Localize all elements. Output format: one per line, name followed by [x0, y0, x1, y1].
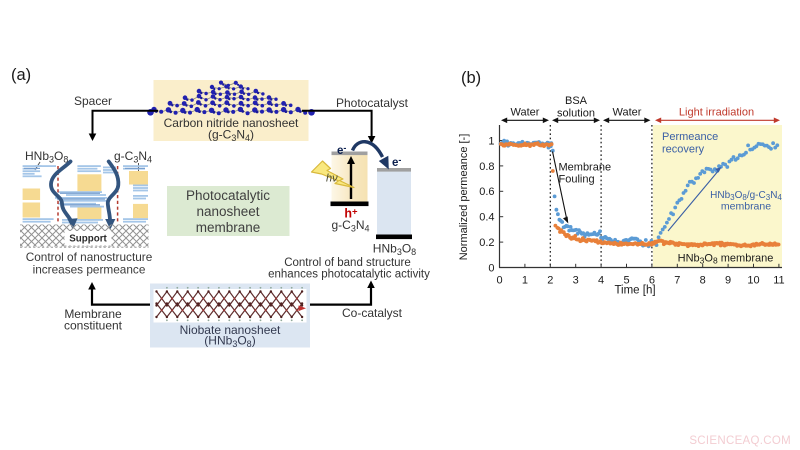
svg-text:5: 5	[623, 275, 629, 287]
svg-text:Control of band structure: Control of band structure	[284, 257, 411, 269]
svg-text:HNb3O8: HNb3O8	[373, 242, 416, 258]
svg-text:Co-catalyst: Co-catalyst	[342, 306, 403, 320]
svg-text:Control of nanostructure: Control of nanostructure	[26, 250, 153, 264]
svg-text:Membrane: Membrane	[64, 307, 122, 321]
svg-text:membrane: membrane	[721, 201, 771, 213]
svg-text:(g-C3N4): (g-C3N4)	[208, 128, 254, 144]
svg-text:10: 10	[747, 275, 759, 287]
svg-text:Photocatalyst: Photocatalyst	[336, 96, 409, 110]
svg-text:nanosheet: nanosheet	[196, 204, 259, 219]
svg-text:Niobate nanosheet: Niobate nanosheet	[180, 323, 281, 337]
svg-text:Photocatalytic: Photocatalytic	[186, 188, 270, 203]
svg-text:Spacer: Spacer	[74, 94, 112, 108]
svg-text:HNb3O8/g-C3N4: HNb3O8/g-C3N4	[710, 190, 782, 202]
svg-text:increases permeance: increases permeance	[33, 263, 146, 277]
svg-text:Permeance: Permeance	[662, 131, 718, 143]
svg-text:HNb3O8: HNb3O8	[25, 149, 68, 165]
svg-text:Carbon nitride nanosheet: Carbon nitride nanosheet	[164, 116, 299, 130]
svg-text:0.6: 0.6	[479, 186, 494, 198]
svg-text:Normalized permeance [-]: Normalized permeance [-]	[458, 134, 470, 261]
svg-text:Water: Water	[613, 107, 642, 119]
svg-text:e-: e-	[392, 155, 401, 169]
svg-text:BSA: BSA	[565, 95, 588, 107]
svg-text:Support: Support	[69, 234, 107, 245]
svg-text:h+: h+	[344, 207, 358, 221]
svg-text:Membrane: Membrane	[559, 162, 612, 174]
svg-text:Fouling: Fouling	[559, 174, 595, 186]
svg-text:Water: Water	[511, 107, 540, 119]
svg-text:solution: solution	[557, 108, 595, 120]
svg-text:(HNb3O8): (HNb3O8)	[204, 334, 255, 350]
svg-text:constituent: constituent	[64, 319, 123, 333]
svg-text:membrane: membrane	[196, 220, 261, 235]
svg-text:g-C3N4: g-C3N4	[114, 149, 152, 165]
svg-text:0.8: 0.8	[479, 161, 494, 173]
svg-text:0: 0	[488, 262, 494, 274]
svg-text:1: 1	[522, 275, 528, 287]
svg-text:7: 7	[674, 275, 680, 287]
svg-text:Light irradiation: Light irradiation	[679, 107, 754, 119]
svg-text:enhances photocatalytic activi: enhances photocatalytic activity	[268, 269, 430, 281]
svg-text:0: 0	[496, 275, 502, 287]
svg-text:8: 8	[700, 275, 706, 287]
svg-text:2: 2	[547, 275, 553, 287]
svg-text:Time [h]: Time [h]	[614, 285, 655, 297]
svg-text:0.4: 0.4	[479, 212, 494, 224]
svg-text:9: 9	[725, 275, 731, 287]
svg-text:0.2: 0.2	[479, 237, 494, 249]
svg-text:g-C3N4: g-C3N4	[331, 218, 369, 234]
svg-text:4: 4	[598, 275, 604, 287]
svg-text:(a): (a)	[11, 66, 31, 84]
svg-text:recovery: recovery	[662, 144, 705, 156]
svg-text:11: 11	[773, 275, 784, 287]
svg-text:3: 3	[573, 275, 579, 287]
svg-text:e-: e-	[337, 143, 346, 157]
svg-text:hν: hν	[326, 173, 338, 185]
svg-text:1: 1	[488, 135, 494, 147]
svg-text:HNb3O8 membrane: HNb3O8 membrane	[678, 253, 774, 266]
svg-text:(b): (b)	[461, 69, 481, 87]
svg-text:6: 6	[649, 275, 655, 287]
